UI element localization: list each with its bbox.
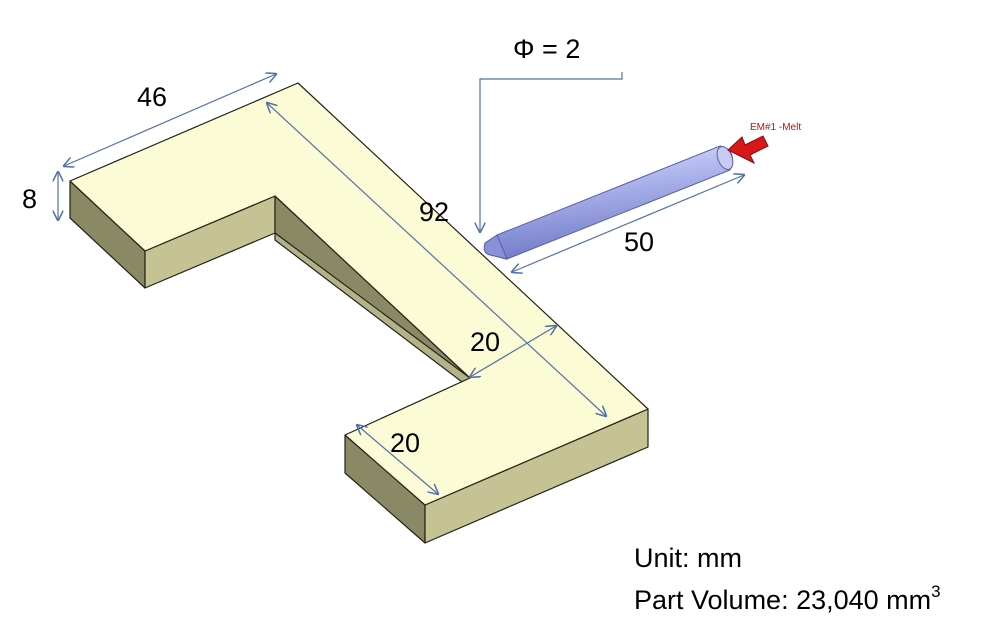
injection-arrow-icon: [727, 135, 769, 165]
part-volume-exponent: 3: [931, 582, 941, 601]
diameter-leader-line: [480, 72, 623, 232]
part-volume-text: Part Volume: 23,040 mm: [634, 585, 932, 615]
dimension-lines: [58, 74, 744, 494]
injection-label: EM#1 -Melt: [750, 122, 801, 133]
runner: [483, 145, 734, 260]
unit-label: Unit: mm: [634, 543, 742, 573]
dim-line-20-inner: [470, 326, 556, 377]
runner-end-cap: [716, 146, 734, 170]
runner-cylinder: [493, 145, 733, 260]
dim-label-8: 8: [22, 184, 37, 214]
dim-label-20-inner: 20: [470, 327, 500, 357]
c-shaped-part: [69, 82, 649, 544]
dim-line-46: [64, 74, 276, 166]
dim-label-92: 92: [419, 197, 449, 227]
dim-line-50: [512, 175, 744, 272]
part-volume-label: Part Volume: 23,040 mm3: [634, 582, 941, 616]
dim-label-50: 50: [624, 227, 654, 257]
dim-label-diameter: Φ = 2: [513, 34, 580, 64]
dim-line-20-end: [357, 425, 438, 494]
dim-label-46: 46: [137, 82, 167, 112]
dim-label-20-end: 20: [390, 428, 420, 458]
